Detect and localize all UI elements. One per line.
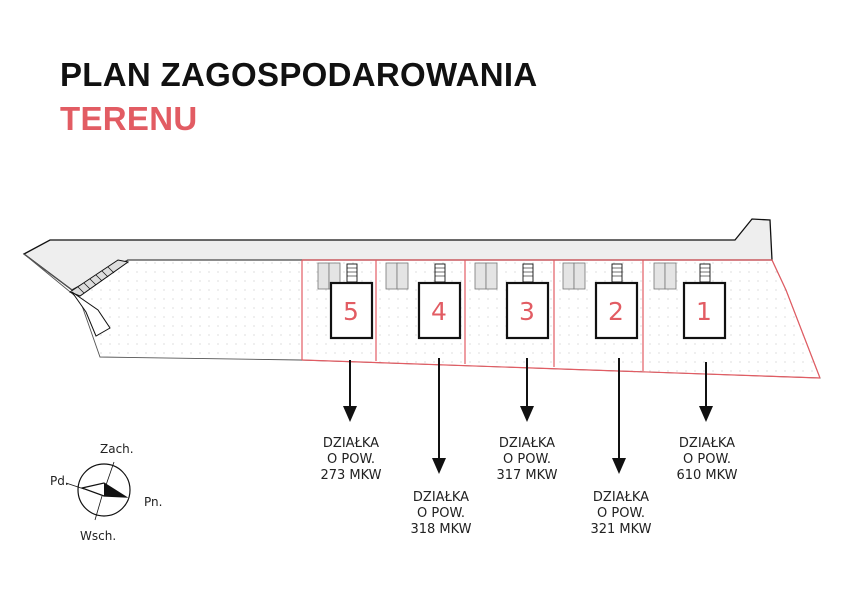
- houses: [329, 281, 727, 340]
- plot-boundaries: [301, 259, 821, 379]
- parking-stalls: [317, 262, 677, 290]
- plot-number-4: 4: [431, 297, 447, 326]
- plot-number-5: 5: [343, 297, 359, 326]
- house-5: [329, 281, 374, 340]
- compass-label-top: Zach.: [100, 442, 134, 456]
- plot-label-1: DZIAŁKA O POW. 610 MKW: [676, 436, 738, 483]
- compass-icon: [65, 461, 131, 521]
- page-subtitle: TERENU: [60, 100, 198, 137]
- plot-number-3: 3: [519, 297, 535, 326]
- plot-label-4: DZIAŁKA O POW. 318 MKW: [410, 490, 472, 537]
- plot-number-1: 1: [696, 297, 712, 326]
- arrows: [343, 358, 713, 474]
- plot-number-2: 2: [608, 297, 624, 326]
- plot-label-3: DZIAŁKA O POW. 317 MKW: [496, 436, 558, 483]
- house-2: [594, 281, 639, 340]
- compass-label-right: Pn.: [144, 495, 163, 509]
- house-1: [682, 281, 727, 340]
- plot-label-5: DZIAŁKA O POW. 273 MKW: [320, 436, 382, 483]
- page-title: PLAN ZAGOSPODAROWANIA: [60, 56, 538, 93]
- access-ramp: [68, 259, 130, 337]
- house-3: [505, 281, 550, 340]
- house-4: [417, 281, 462, 340]
- plot-label-2: DZIAŁKA O POW. 321 MKW: [590, 490, 652, 537]
- compass-label-bottom: Wsch.: [80, 529, 117, 543]
- compass-label-left: Pd.: [50, 474, 69, 488]
